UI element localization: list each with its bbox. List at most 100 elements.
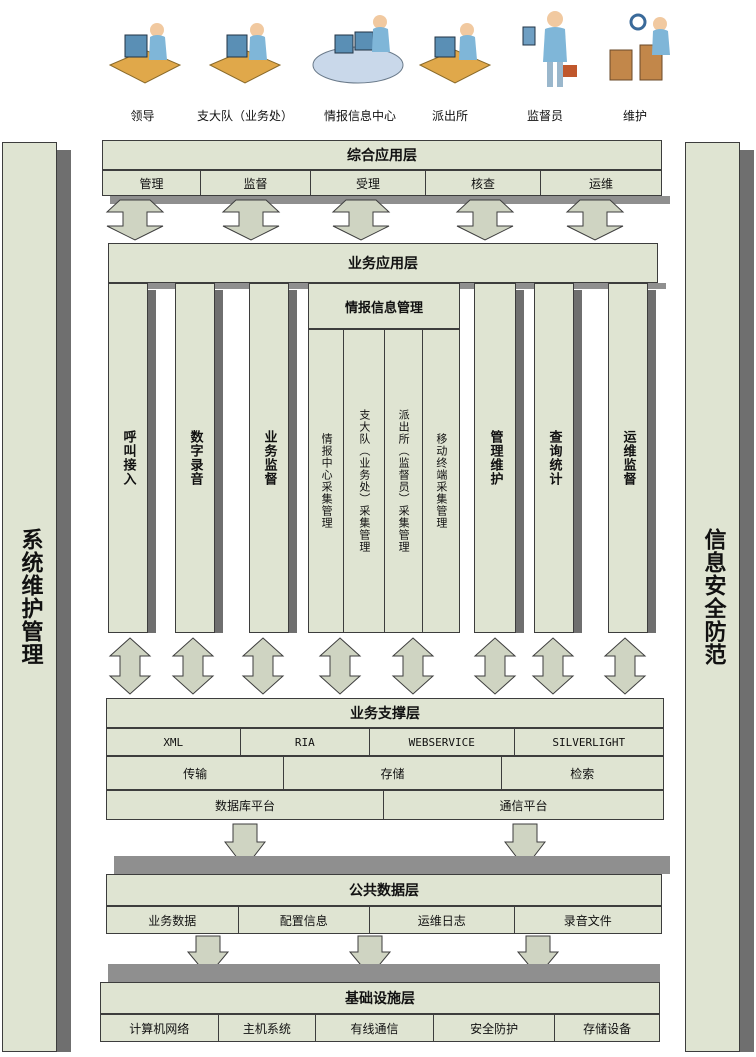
arrows-row-1 xyxy=(105,199,625,241)
intel-col-brigade-label: 支大队（业务处）采集管理 xyxy=(357,409,371,553)
intel-col-center-label: 情报中心采集管理 xyxy=(320,433,334,529)
tech-webservice: WEBSERVICE xyxy=(370,729,515,755)
role-label-maintenance: 维护 xyxy=(622,108,647,123)
column-manage-maintain: 管理维护 xyxy=(474,283,516,633)
intel-title: 情报信息管理 xyxy=(308,283,460,329)
layer-comprehensive-title: 综合应用层 xyxy=(102,140,662,170)
column-query-stats: 查询统计 xyxy=(534,283,574,633)
role-label-leader: 领导 xyxy=(130,108,155,123)
column-digital-recording: 数字录音 xyxy=(175,283,215,633)
intel-center-icon xyxy=(312,15,404,84)
column-manage-maintain-shadow xyxy=(516,290,524,633)
double-arrow-12 xyxy=(531,637,575,695)
infra-storage-device: 存储设备 xyxy=(583,1021,632,1036)
intel-col-brigade: 支大队（业务处）采集管理 xyxy=(344,330,385,632)
column-business-supervise-label: 业务监督 xyxy=(261,430,277,486)
support-row-1: XML RIA WEBSERVICE SILVERLIGHT xyxy=(106,728,664,756)
right-pillar-shadow xyxy=(740,150,754,1052)
column-call-access-label: 呼叫接入 xyxy=(120,430,136,486)
support-row-2: 传输 存储 检索 xyxy=(106,756,664,790)
item-manage: 管理 xyxy=(103,171,201,195)
column-digital-recording-label: 数字录音 xyxy=(187,430,203,486)
item-verify: 核查 xyxy=(426,171,541,195)
layer-comprehensive: 综合应用层 管理 监督 受理 核查 运维 xyxy=(102,140,670,204)
column-manage-maintain-label: 管理维护 xyxy=(487,430,503,486)
role-label-police-station: 派出所 xyxy=(431,108,468,123)
tech-xml: XML xyxy=(107,729,241,755)
support-transfer: 传输 xyxy=(107,757,285,789)
double-arrow-1 xyxy=(105,199,165,241)
layer-public-data: 公共数据层 业务数据 配置信息 运维日志 录音文件 xyxy=(106,856,670,936)
leader-icon xyxy=(108,23,182,84)
infra-wired: 有线通信 xyxy=(316,1015,434,1041)
public-data-items: 业务数据 配置信息 运维日志 录音文件 xyxy=(106,906,662,934)
layer-support-title: 业务支撑层 xyxy=(106,698,664,728)
left-pillar: 系统维护管理 xyxy=(2,142,57,1052)
layer-infra-top xyxy=(108,964,660,982)
layer-comprehensive-shadow xyxy=(110,196,670,204)
infra-network: 计算机网络 xyxy=(101,1015,219,1041)
intel-col-station: 派出所（监督员）采集管理 xyxy=(385,330,423,632)
infra-host: 主机系统 xyxy=(219,1015,317,1041)
tech-silverlight: SILVERLIGHT xyxy=(552,735,626,749)
intel-col-center: 情报中心采集管理 xyxy=(309,330,345,632)
column-business-supervise-shadow xyxy=(289,290,297,633)
intel-col-mobile: 移动终端采集管理 xyxy=(423,330,459,632)
double-arrow-9 xyxy=(318,637,362,695)
double-arrow-4 xyxy=(455,199,515,241)
intel-col-station-label: 派出所（监督员）采集管理 xyxy=(397,409,411,553)
left-pillar-shadow xyxy=(57,150,71,1052)
column-call-access: 呼叫接入 xyxy=(108,283,148,633)
support-db-platform: 数据库平台 xyxy=(107,791,384,819)
layer-public-data-top xyxy=(114,856,670,874)
role-label-brigade: 支大队（业务处） xyxy=(196,108,293,123)
police-station-icon xyxy=(418,23,492,84)
layer-infra: 基础设施层 计算机网络 主机系统 有线通信 安全防护 存储设备 xyxy=(100,964,660,1054)
supervisor-icon xyxy=(522,11,577,87)
layer-comprehensive-items: 管理 监督 受理 核查 运维 xyxy=(102,170,662,196)
brigade-icon xyxy=(208,23,282,84)
right-pillar: 信息安全防范 xyxy=(685,142,740,1052)
intel-columns: 情报中心采集管理 支大队（业务处）采集管理 派出所（监督员）采集管理 移动终端采… xyxy=(308,329,460,633)
double-arrow-14 xyxy=(223,823,267,869)
data-ops-log: 运维日志 xyxy=(370,907,515,933)
column-business-supervise: 业务监督 xyxy=(249,283,289,633)
layer-support: 业务支撑层 XML RIA WEBSERVICE SILVERLIGHT 传输 … xyxy=(106,698,664,826)
intel-col-mobile-label: 移动终端采集管理 xyxy=(434,433,448,529)
roles-bar: 领导 支大队（业务处） 情报信息中心 派出所 监督员 维护 xyxy=(95,5,695,130)
double-arrow-2 xyxy=(221,199,281,241)
support-row-3: 数据库平台 通信平台 xyxy=(106,790,664,820)
item-ops: 运维 xyxy=(588,176,613,191)
double-arrow-10 xyxy=(391,637,435,695)
support-search: 检索 xyxy=(570,766,595,781)
data-recording-files: 录音文件 xyxy=(563,913,612,928)
double-arrow-5 xyxy=(565,199,625,241)
double-arrow-15 xyxy=(503,823,547,869)
role-label-intel-center: 情报信息中心 xyxy=(323,108,396,123)
support-comm-platform: 通信平台 xyxy=(499,798,548,813)
tech-ria: RIA xyxy=(241,729,371,755)
double-arrow-3 xyxy=(331,199,391,241)
item-accept: 受理 xyxy=(311,171,426,195)
data-business: 业务数据 xyxy=(107,907,239,933)
column-query-stats-shadow xyxy=(574,290,582,633)
column-ops-supervise-label: 运维监督 xyxy=(620,430,636,486)
role-label-supervisor: 监督员 xyxy=(526,108,563,123)
column-call-access-shadow xyxy=(148,290,156,633)
double-arrow-13 xyxy=(603,637,647,695)
column-digital-recording-shadow xyxy=(215,290,223,633)
column-ops-supervise-shadow xyxy=(648,290,656,633)
arrows-row-3 xyxy=(223,823,547,869)
double-arrow-8 xyxy=(241,637,285,695)
item-supervise: 监督 xyxy=(201,171,311,195)
arrows-row-2 xyxy=(108,637,647,695)
double-arrow-7 xyxy=(171,637,215,695)
layer-infra-title: 基础设施层 xyxy=(100,982,660,1014)
column-ops-supervise: 运维监督 xyxy=(608,283,648,633)
double-arrow-11 xyxy=(473,637,517,695)
left-pillar-label: 系统维护管理 xyxy=(17,528,43,666)
right-pillar-label: 信息安全防范 xyxy=(700,528,726,666)
data-config: 配置信息 xyxy=(239,907,371,933)
layer-public-data-title: 公共数据层 xyxy=(106,874,662,906)
infra-security: 安全防护 xyxy=(434,1015,556,1041)
